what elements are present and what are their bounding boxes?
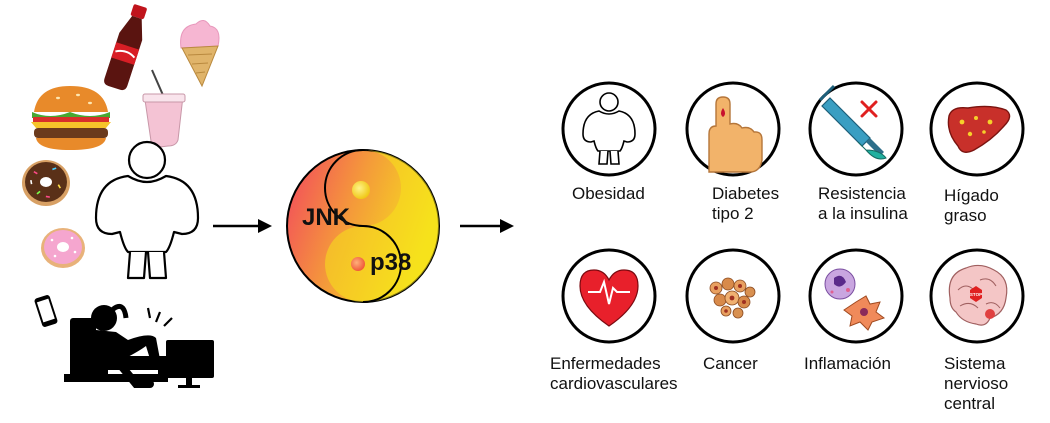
condition-circle-cancer bbox=[685, 248, 781, 344]
condition-label-diabetes: Diabetes tipo 2 bbox=[712, 184, 779, 224]
label-line: Diabetes bbox=[712, 184, 780, 203]
ice-cream-icon bbox=[180, 20, 220, 88]
obese-person-icon bbox=[94, 140, 200, 280]
obese-person-icon bbox=[582, 92, 636, 165]
label-line: Sistema bbox=[944, 354, 1006, 373]
label-line: Obesidad bbox=[572, 184, 645, 203]
condition-label-cancer: Cancer bbox=[703, 354, 758, 374]
immune-cells-icon bbox=[824, 268, 886, 331]
label-line: graso bbox=[944, 206, 987, 225]
yin-dot-yellow bbox=[352, 181, 370, 199]
heart-ecg-icon bbox=[579, 269, 639, 327]
jnk-p38-yinyang: JNK p38 bbox=[286, 149, 440, 303]
condition-circle-resistencia bbox=[808, 81, 904, 177]
p38-label: p38 bbox=[370, 249, 411, 276]
yin-dot-orange bbox=[351, 257, 365, 271]
condition-label-snc: Sistema nervioso central bbox=[944, 354, 1008, 414]
donut-chocolate-icon bbox=[22, 160, 70, 206]
tumor-cells-icon bbox=[709, 277, 756, 319]
condition-label-obesidad: Obesidad bbox=[572, 184, 645, 204]
label-line: Resistencia bbox=[818, 184, 906, 203]
label-line: cardiovasculares bbox=[550, 374, 678, 393]
arrow-right-icon bbox=[460, 219, 514, 233]
syringe-cross-icon bbox=[818, 84, 887, 160]
finger-blood-drop-icon bbox=[708, 96, 763, 173]
cola-bottle-icon bbox=[104, 4, 147, 91]
liver-icon bbox=[947, 105, 1011, 153]
condition-label-higado: Hígado graso bbox=[944, 186, 999, 226]
condition-circle-snc: STOP bbox=[929, 248, 1025, 344]
label-line: central bbox=[944, 394, 996, 413]
phone-icon bbox=[34, 295, 58, 327]
label-line: Hígado bbox=[944, 186, 999, 205]
condition-label-cardiovasculares: Enfermedades cardiovasculares bbox=[550, 354, 678, 394]
tv-icon bbox=[146, 307, 214, 388]
label-line: tipo 2 bbox=[712, 204, 754, 223]
condition-circle-obesidad bbox=[561, 81, 657, 177]
donut-pink-icon bbox=[41, 228, 85, 268]
label-line: Enfermedades bbox=[550, 354, 661, 373]
label-line: a la insulina bbox=[818, 204, 908, 223]
arrow-right-icon bbox=[213, 219, 272, 233]
condition-label-inflamacion: Inflamación bbox=[804, 354, 891, 374]
condition-circle-cardiovasculares bbox=[561, 248, 657, 344]
soda-cup-icon bbox=[142, 69, 186, 148]
label-line: Inflamación bbox=[804, 354, 891, 373]
sedentary-person-icon bbox=[64, 303, 168, 388]
condition-circle-diabetes bbox=[685, 81, 781, 177]
label-line: Cancer bbox=[703, 354, 758, 373]
svg-text:STOP: STOP bbox=[970, 292, 982, 297]
jnk-label: JNK bbox=[302, 204, 351, 231]
label-line: nervioso bbox=[944, 374, 1009, 393]
brain-stop-icon: STOP bbox=[948, 264, 1008, 326]
condition-label-resistencia: Resistencia a la insulina bbox=[818, 184, 908, 224]
burger-icon bbox=[31, 86, 111, 150]
condition-circle-inflamacion bbox=[808, 248, 904, 344]
condition-circle-higado bbox=[929, 81, 1025, 177]
